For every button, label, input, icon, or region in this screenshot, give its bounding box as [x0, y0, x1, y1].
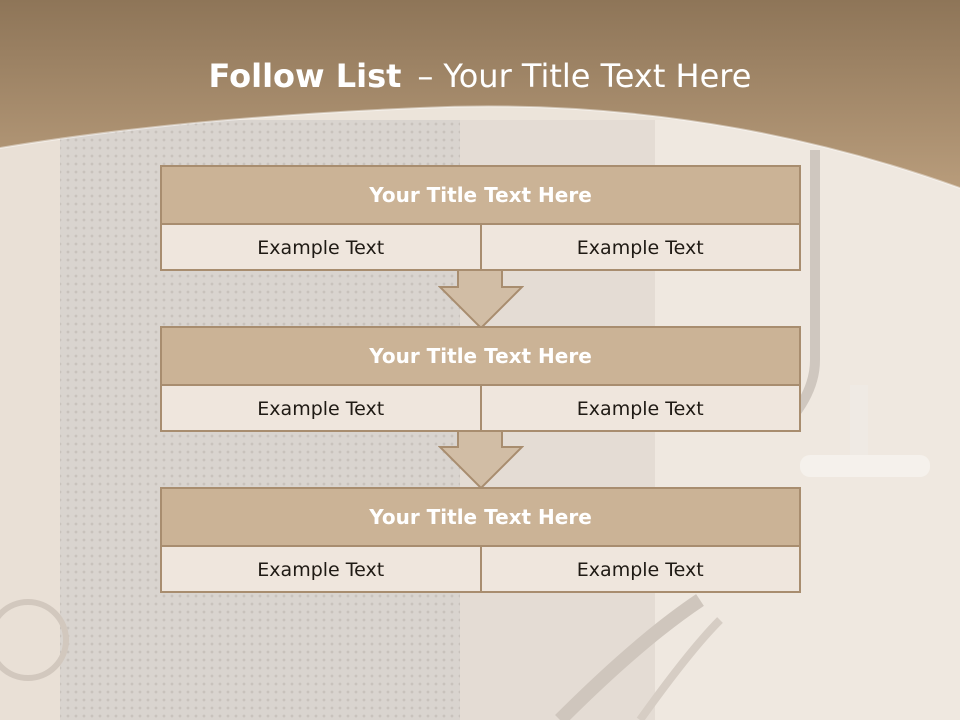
- block-row: Example Text Example Text: [162, 386, 799, 432]
- title-rest: Your Title Text Here: [443, 57, 752, 95]
- block-cell-left: Example Text: [257, 398, 385, 420]
- list-block-3: Your Title Text Here Example Text Exampl…: [160, 487, 801, 593]
- down-arrow-2: [438, 430, 524, 490]
- block-cell-left: Example Text: [257, 559, 385, 581]
- slide-title: Follow List–Your Title Text Here: [0, 56, 960, 96]
- block-title: Your Title Text Here: [162, 167, 799, 225]
- block-cell-right: Example Text: [479, 386, 800, 432]
- block-row: Example Text Example Text: [162, 547, 799, 593]
- block-title: Your Title Text Here: [162, 489, 799, 547]
- title-bold-part: Follow List: [208, 57, 402, 95]
- title-dash: –: [417, 57, 434, 95]
- list-block-1: Your Title Text Here Example Text Exampl…: [160, 165, 801, 271]
- block-row: Example Text Example Text: [162, 225, 799, 271]
- block-cell-right: Example Text: [479, 225, 800, 271]
- block-title: Your Title Text Here: [162, 328, 799, 386]
- block-cell-left: Example Text: [257, 237, 385, 259]
- list-block-2: Your Title Text Here Example Text Exampl…: [160, 326, 801, 432]
- block-cell-right: Example Text: [479, 547, 800, 593]
- down-arrow-1: [438, 270, 524, 330]
